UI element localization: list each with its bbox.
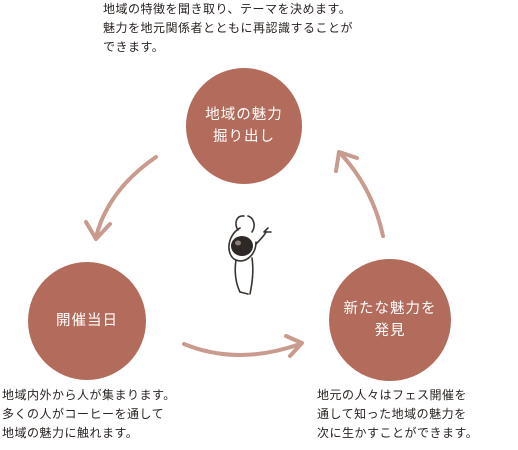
description-line: 次に生かすことができます。 [317, 426, 479, 440]
step-circle-atarashii-miryoku: 新たな魅力を 発見 [329, 259, 451, 381]
description-line: できます。 [103, 40, 165, 54]
description-line: 地域の特徴を聞き取り、テーマを決めます。 [103, 2, 352, 16]
description-line: 地元の人々はフェス開催を [317, 388, 468, 402]
step-title-line: 開催当日 [56, 313, 118, 329]
description-line: 地域内外から人が集まります。 [2, 388, 176, 402]
step-circle-kaisai-toujitsu: 開催当日 [28, 262, 146, 380]
description-line: 多くの人がコーヒーを通して [2, 407, 165, 421]
description-hori-dashi: 地域の特徴を聞き取り、テーマを決めます。 魅力を地元関係者とともに再認識すること… [103, 0, 353, 57]
arrow-right-to-top [339, 152, 385, 238]
description-kaisai-toujitsu: 地域内外から人が集まります。 多くの人がコーヒーを通して 地域の魅力に触れます。 [2, 386, 176, 443]
description-line: 地域の魅力に触れます。 [2, 426, 139, 440]
description-line: 通して知った地域の魅力を [317, 407, 467, 421]
step-circle-hori-dashi: 地域の魅力 掘り出し [186, 68, 302, 184]
arrowhead-right-to-top [334, 150, 359, 173]
step-title-line: 掘り出し [213, 129, 275, 145]
coffee-bean-character-icon [228, 215, 272, 295]
step-title-line: 発見 [374, 323, 406, 339]
description-line: 魅力を地元関係者とともに再認識することが [103, 21, 354, 35]
arrowhead-left-to-right [284, 334, 304, 358]
arrowhead-top-to-left [84, 220, 112, 241]
description-atarashii-miryoku: 地元の人々はフェス開催を 通して知った地域の魅力を 次に生かすことができます。 [317, 386, 478, 443]
arrow-top-to-left [94, 155, 158, 239]
arrow-left-to-right [182, 342, 302, 357]
step-title-line: 新たな魅力を [343, 301, 437, 317]
step-title-line: 地域の魅力 [205, 107, 283, 123]
